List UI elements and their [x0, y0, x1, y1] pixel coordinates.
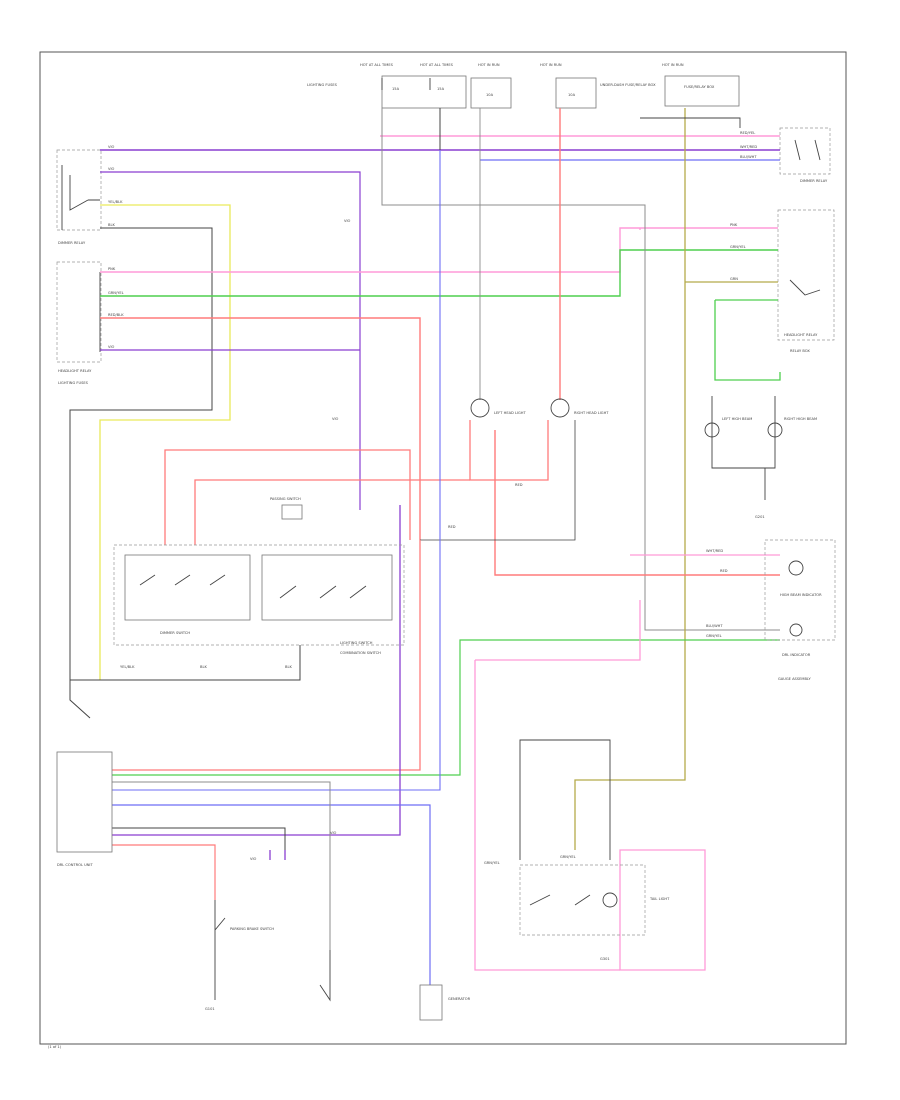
headlight-relay-left: HEADLIGHT RELAY LIGHTING FUSES — [56, 261, 102, 385]
wl-4: BLK — [108, 223, 115, 227]
wl-20: RED — [720, 569, 728, 573]
wire-green-mid — [100, 249, 778, 297]
label-gauge-assembly: GAUGE ASSEMBLY — [778, 677, 811, 681]
label-left-high-beam: LEFT HIGH BEAM — [722, 417, 752, 421]
wl-14: GRN — [730, 277, 738, 281]
label-left-headlight: LEFT HEAD LIGHT — [494, 411, 527, 415]
label-high-beam-indicator: HIGH BEAM INDICATOR — [780, 593, 822, 597]
wire-red-loop-1 — [164, 449, 411, 545]
right-relay-box: DIMMER RELAY HEADLIGHT RELAY RELAY BOX — [777, 127, 835, 353]
wl-25: BLK — [285, 665, 292, 669]
headlights: LEFT HEAD LIGHT RIGHT HEAD LIGHT — [470, 398, 609, 418]
label-dimmer-relay-2: DIMMER RELAY — [800, 179, 828, 183]
label-ground-1: G101 — [205, 1007, 215, 1011]
wl-11: BLU/WHT — [740, 155, 757, 159]
wl-8: VIO — [108, 345, 115, 349]
drl-control-unit: DRL CONTROL UNIT — [56, 751, 113, 867]
wire-violet-drl — [112, 505, 401, 836]
wl-13: GRN/YEL — [730, 245, 746, 249]
wl-19: WHT/RED — [706, 549, 723, 553]
wire-violet-2 — [100, 171, 361, 510]
label-right-high-beam: RIGHT HIGH BEAM — [784, 417, 817, 421]
wl-26: VIO — [330, 831, 337, 835]
wl-23: YEL/BLK — [120, 665, 135, 669]
wl-17: RED — [515, 483, 523, 487]
label-under-dash-box: UNDER-DASH FUSE/RELAY BOX — [600, 83, 656, 87]
wl-29: GRN/YEL — [560, 855, 576, 859]
wire-labels: VIO VIO YEL/BLK BLK PNK GRN/YEL RED/BLK … — [108, 131, 757, 865]
wl-7: RED/BLK — [108, 313, 124, 317]
wl-6: GRN/YEL — [108, 291, 124, 295]
wire-green-low — [112, 639, 780, 776]
label-headlight-relay: HEADLIGHT RELAY — [58, 369, 92, 373]
parking-brake-switch: PARKING BRAKE SWITCH G101 — [205, 900, 274, 1011]
label-generator: GENERATOR — [448, 997, 471, 1001]
label-ground-3: G301 — [600, 957, 610, 961]
top-fuse-box: HOT AT ALL TIMES HOT AT ALL TIMES HOT IN… — [307, 63, 740, 109]
label-lighting-fuses: LIGHTING FUSES — [307, 83, 338, 87]
wl-1: VIO — [108, 145, 115, 149]
label-drl-control-unit: DRL CONTROL UNIT — [57, 863, 93, 867]
dimmer-relay-left: DIMMER RELAY — [56, 149, 102, 245]
label-fuse-c: 10A — [486, 93, 494, 97]
wl-16: VIO — [332, 417, 339, 421]
tail-light-area: TAIL LIGHT G301 — [519, 864, 670, 961]
wire-black-left — [69, 227, 213, 680]
wl-28: GRN/YEL — [484, 861, 500, 865]
label-right-headlight: RIGHT HEAD LIGHT — [574, 411, 609, 415]
label-lighting-switch: LIGHTING SWITCH — [340, 641, 373, 645]
wl-2: VIO — [108, 167, 115, 171]
label-hot-run-3: HOT IN RUN — [662, 63, 684, 67]
combination-switch: DIMMER SWITCH LIGHTING SWITCH COMBINATIO… — [113, 497, 405, 655]
high-beams: LEFT HIGH BEAM RIGHT HIGH BEAM G201 — [704, 396, 817, 519]
label-hot-all-1: HOT AT ALL TIMES — [360, 63, 394, 67]
generator: GENERATOR — [319, 950, 471, 1021]
label-fuse-b: 15A — [437, 87, 445, 91]
label-lighting-fuse-left: LIGHTING FUSES — [58, 381, 89, 385]
label-tail-light: TAIL LIGHT — [649, 897, 670, 901]
wire-red-loop-2 — [194, 479, 470, 545]
wire-pink-low — [474, 228, 641, 971]
label-passing-switch: PASSING SWITCH — [270, 497, 301, 501]
label-hot-run-2: HOT IN RUN — [540, 63, 562, 67]
label-hot-all-2: HOT AT ALL TIMES — [420, 63, 454, 67]
wire-olive — [574, 108, 686, 850]
wl-27: VIO — [250, 857, 257, 861]
label-hot-run-1: HOT IN RUN — [478, 63, 500, 67]
harness-wires — [69, 108, 781, 985]
label-dimmer-switch: DIMMER SWITCH — [160, 631, 190, 635]
diagram-frame — [39, 51, 847, 1045]
wl-9: RED/YEL — [740, 131, 755, 135]
wl-24: BLK — [200, 665, 207, 669]
wire-gray-fuse — [381, 108, 780, 631]
label-combination-switch: COMBINATION SWITCH — [340, 651, 381, 655]
label-relay-box: RELAY BOX — [790, 349, 810, 353]
wl-12: PNK — [730, 223, 738, 227]
wl-15: VIO — [344, 219, 351, 223]
label-headlight-relay-2: HEADLIGHT RELAY — [784, 333, 818, 337]
label-parking-brake-switch: PARKING BRAKE SWITCH — [230, 927, 274, 931]
label-dimmer-relay: DIMMER RELAY — [58, 241, 86, 245]
wl-5: PNK — [108, 267, 116, 271]
wire-red-mid — [100, 317, 421, 540]
wl-21: BLU/WHT — [706, 624, 723, 628]
wire-blue-drl — [112, 150, 441, 791]
label-ground-2: G201 — [755, 515, 765, 519]
label-drl-indicator: DRL INDICATOR — [782, 653, 811, 657]
gauge-assembly: HIGH BEAM INDICATOR DRL INDICATOR GAUGE … — [764, 539, 836, 681]
label-fuse-a: 15A — [392, 87, 400, 91]
wl-18: RED — [448, 525, 456, 529]
footer-page-number: (1 of 1) — [48, 1045, 62, 1049]
label-fuse-d: 10A — [568, 93, 576, 97]
wl-22: GRN/YEL — [706, 634, 722, 638]
wire-yellow — [99, 204, 231, 680]
label-fuse-box: FUSE/RELAY BOX — [684, 85, 715, 89]
wl-3: YEL/BLK — [108, 200, 123, 204]
wire-red-indicator — [494, 430, 780, 576]
wl-10: WHT/RED — [740, 145, 757, 149]
